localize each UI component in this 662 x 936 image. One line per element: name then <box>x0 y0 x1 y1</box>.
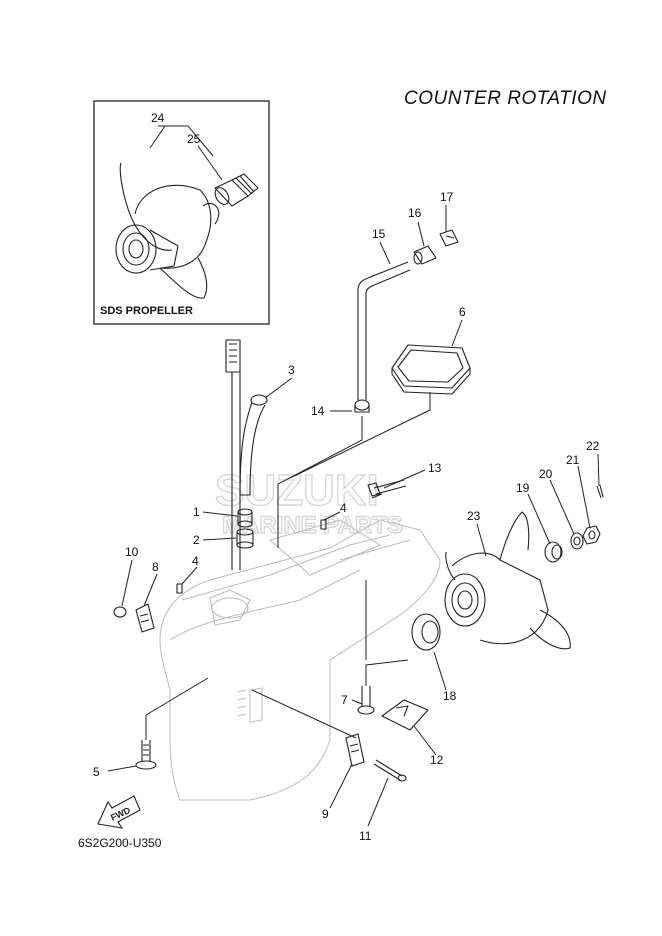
cooling-pipe-3 <box>239 394 268 496</box>
watermark: SUZUKI MARINE PARTS <box>214 465 403 539</box>
callout-14: 14 <box>311 404 325 418</box>
trim-tab-12 <box>381 699 429 731</box>
callout-11: 10 <box>125 545 139 559</box>
callout-15: 15 <box>372 227 386 241</box>
washer-20 <box>570 532 584 550</box>
seal-1 <box>237 508 253 528</box>
sds-nut-drawing <box>214 173 259 207</box>
anode-9 <box>135 603 155 633</box>
callout-18: 18 <box>443 689 457 703</box>
callout-7: 6 <box>459 305 466 319</box>
callout-5: 5 <box>93 765 100 779</box>
callout-23: 23 <box>467 509 481 523</box>
cotter-pin-22 <box>596 484 604 499</box>
callout-21: 21 <box>566 453 580 467</box>
bolt-6 <box>357 686 375 715</box>
propeller-23 <box>444 511 571 650</box>
spacer-19 <box>544 541 563 563</box>
callout-3: 3 <box>288 363 295 377</box>
callout-2: 2 <box>193 533 200 547</box>
callout-9: 8 <box>152 560 159 574</box>
sds-propeller-drawing <box>115 162 220 299</box>
dowel-pin-4a <box>176 583 183 594</box>
callout-25: 25 <box>187 132 201 146</box>
callout-20: 20 <box>539 467 553 481</box>
callout-12: 12 <box>430 753 444 767</box>
bushing-2 <box>236 528 254 549</box>
anode-8 <box>345 733 365 767</box>
grommet-16 <box>413 245 437 265</box>
callout-13: 13 <box>428 461 442 475</box>
callout-4a: 4 <box>192 554 199 568</box>
nut-21 <box>582 525 601 545</box>
callout-10: 11 <box>359 829 372 843</box>
inset-label: SDS PROPELLER <box>100 305 193 317</box>
grommet-17 <box>439 229 459 247</box>
callout-24: 24 <box>151 111 165 125</box>
water-tube-15 <box>354 261 411 413</box>
nut-11 <box>113 606 127 618</box>
dowel-pin-4b <box>320 519 327 530</box>
gasket-7 <box>391 344 471 395</box>
diagram-title: COUNTER ROTATION <box>404 88 607 109</box>
sds-inset-box <box>93 100 270 325</box>
callout-22: 22 <box>586 439 600 453</box>
bolt-10 <box>373 759 407 782</box>
bolt-5 <box>135 740 157 770</box>
callout-1: 1 <box>193 505 200 519</box>
callout-4b: 4 <box>340 501 347 515</box>
fwd-arrow: FWD <box>97 795 141 829</box>
thrust-washer-18 <box>411 613 441 651</box>
callout-17: 17 <box>440 190 454 204</box>
lower-case <box>159 519 441 801</box>
callout-6: 7 <box>341 693 348 707</box>
callout-16: 16 <box>408 206 422 220</box>
part-numbers: 24 25 3 15 16 17 6 14 13 1 2 4 4 10 8 5 … <box>93 111 600 843</box>
diagram-code: 6S2G200-U350 <box>78 836 162 850</box>
callout-8: 9 <box>322 807 329 821</box>
callout-19: 19 <box>516 481 530 495</box>
leader-lines <box>107 125 600 827</box>
